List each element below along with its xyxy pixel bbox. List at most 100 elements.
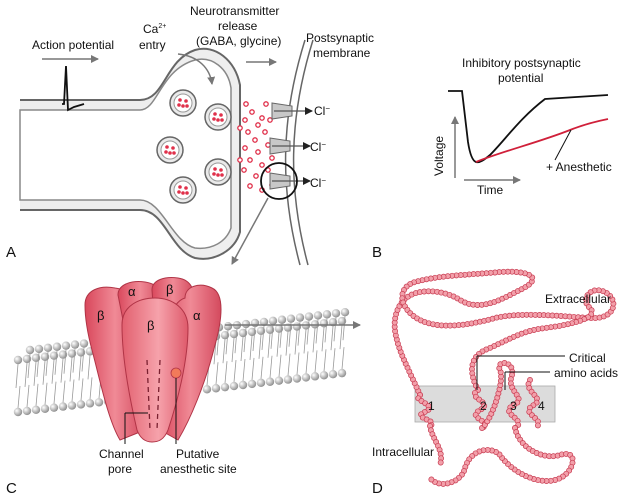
tm4-label: 4 (538, 399, 545, 413)
lipid-tail (24, 362, 28, 387)
critical-amino-acids-label-2: amino acids (554, 366, 618, 380)
postsynaptic-label-1: Postsynaptic (306, 31, 374, 45)
lipid-tail (45, 351, 49, 376)
subunit-beta-label-1: β (166, 282, 173, 297)
lipid-tail (323, 349, 327, 372)
released-transmitter-dot (259, 162, 265, 168)
channel-pore-line-right (156, 359, 161, 431)
anesthetic-pointer (554, 129, 572, 161)
cl-label-2: Cl− (310, 140, 326, 154)
lipid-head (94, 398, 104, 407)
lipid-tail (261, 325, 265, 350)
channel-pore-label-2: pore (108, 462, 132, 476)
lipid-tail (78, 356, 82, 381)
lipid-head (67, 401, 77, 410)
time-label: Time (477, 183, 504, 197)
transmitter-dot (181, 191, 185, 195)
anesthetic-site-label-2: anesthetic site (160, 462, 237, 476)
lipid-tail (321, 327, 325, 352)
panel-a-letter: A (6, 244, 16, 261)
critical-amino-acids-label-1: Critical (569, 351, 606, 365)
lipid-head (247, 379, 257, 389)
lipid-head (337, 368, 347, 378)
released-transmitter-dot (255, 149, 261, 155)
lipid-head (229, 381, 239, 391)
nt-release-label-2: release (218, 19, 258, 33)
released-transmitter-dot (249, 109, 255, 115)
lipid-tail (296, 352, 300, 375)
ca-entry-label-2: entry (139, 38, 166, 52)
lipid-head (223, 322, 233, 331)
panel-a: Action potential Ca2+ entry Neurotransmi… (6, 4, 374, 266)
transmitter-dot (171, 146, 175, 150)
ipsp-title-2: potential (498, 71, 543, 85)
lipid-tail (233, 360, 237, 383)
amino-acid-bead (428, 476, 435, 483)
lipid-head (319, 371, 329, 380)
lipid-tail (342, 316, 346, 341)
lipid-tail (287, 353, 291, 376)
lipid-head (292, 374, 302, 383)
lipid-tail (270, 324, 274, 349)
lipid-head (49, 403, 59, 412)
lipid-head (43, 343, 53, 353)
lipid-head (241, 319, 251, 329)
vesicles (156, 89, 232, 204)
nt-release-label-1: Neurotransmitter (190, 4, 279, 18)
panel-d-letter: D (372, 480, 383, 497)
transmitter-dot (219, 113, 223, 117)
lipid-head (250, 318, 260, 328)
released-transmitter-dot (269, 155, 275, 161)
lipid-tail (72, 348, 76, 373)
subunit-beta-label-2: β (97, 308, 104, 323)
channel-pore-label-1: Channel (99, 447, 144, 461)
transmitter-dot (213, 167, 217, 171)
gaba-receptor (84, 277, 222, 443)
lipid-head (274, 376, 284, 385)
lipid-tail (303, 329, 307, 354)
voltage-label: Voltage (432, 136, 446, 176)
released-transmitter-dot (243, 101, 249, 107)
lipid-tail (53, 381, 57, 404)
lipid-tail (69, 357, 73, 382)
vesicle-inner (208, 162, 228, 182)
lipid-head (40, 404, 50, 413)
lipid-tail (36, 352, 40, 377)
action-potential-trace (62, 65, 85, 112)
lipid-tail (225, 330, 229, 355)
lipid-tail (80, 378, 84, 401)
lipid-head (301, 373, 311, 382)
transmitter-dot (184, 99, 188, 103)
lipid-tail (279, 323, 283, 348)
lipid-tail (89, 377, 93, 400)
lipid-tail (341, 347, 345, 370)
lipid-tail (216, 331, 220, 356)
lipid-tail (231, 338, 235, 363)
lipid-tail (252, 326, 256, 352)
lipid-head (256, 378, 266, 388)
extracellular-label: Extracellular (545, 292, 611, 306)
ca-entry-arrow (177, 53, 216, 85)
lipid-tail (251, 357, 255, 380)
transmitter-dot (164, 150, 168, 154)
tm2-label: 2 (480, 399, 487, 413)
lipid-tail (63, 349, 67, 374)
subunit-alpha-label-2: α (193, 308, 201, 323)
lipid-tail (258, 334, 262, 359)
lipid-tail (224, 361, 228, 384)
lipid-tail (267, 333, 271, 358)
lipid-head (268, 316, 278, 326)
channel-pore-line-left (146, 359, 151, 431)
lipid-head (295, 313, 305, 322)
lipid-head (313, 311, 323, 320)
lipid-tail (240, 336, 244, 362)
lipid-tail (15, 363, 19, 389)
lipid-head (70, 340, 80, 349)
released-transmitter-dot (267, 117, 273, 123)
protein-chain (391, 268, 617, 487)
anesthetic-site-dot (170, 367, 182, 379)
lipid-head (58, 402, 68, 411)
lipid-tail (215, 362, 219, 385)
lipid-head (328, 370, 338, 379)
lipid-head (331, 309, 341, 318)
